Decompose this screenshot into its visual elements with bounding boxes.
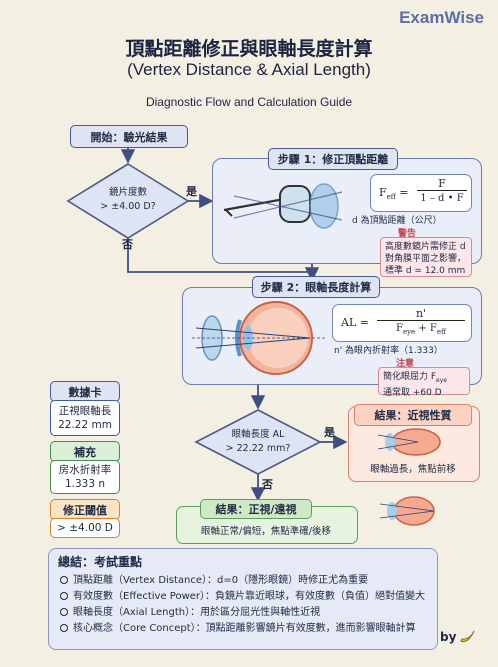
formula2-numerator: n' [377,307,465,321]
decision1-no-label: 否 [122,238,133,251]
summary-item-4: 核心概念（Core Concept）：頂點距離影響鏡片有效度數，進而影響眼軸計算 [60,622,416,635]
signature-text: by [440,630,457,644]
bullet-icon [60,576,68,584]
warn-line-2: 對角膜平面之影響， [385,254,467,264]
step2-warning-tag: 注意 [396,359,415,369]
step2-formula: AL = n' Feye + Feff [332,304,472,342]
decision1-line1: 鏡片度數 [108,187,147,198]
warn-line-3: 標準 d = 12.0 mm [385,266,466,276]
summary-panel [48,548,438,650]
data-card-header: 數據卡 [50,381,120,402]
step1-warning-tag: 警告 [398,229,417,239]
step2-note: n' 為眼內折射率（1.333） [334,346,443,356]
warn2-line-1-sub: eye [436,376,447,384]
result-myopia-title: 結果：近視性質 [354,404,472,426]
start-box: 開始：驗光結果 [70,125,188,148]
decision1-yes-label: 是 [186,185,197,198]
formula2-den-b-sub: eff [436,328,446,336]
bullet-icon [60,592,68,600]
warn2-line-2: 通常取 +60 D [383,387,442,398]
result-normal-title: 結果：正視/遠視 [200,499,312,519]
data-card-line1: 正視眼軸長 [58,405,112,417]
step2-warning: 簡化眼屈力 Feye 通常取 +60 D [378,367,470,398]
arrow-decision1-no [127,238,312,273]
step1-formula: Feff = F 1 – d • F [370,174,472,212]
banana-icon [460,630,475,642]
bullet-icon [60,624,68,632]
page-title: 頂點距離修正與眼軸長度計算 [125,38,373,60]
step2-title: 步驟 2：眼軸長度計算 [252,276,380,298]
formula2-den-b: + F [415,323,437,334]
page-subtitle: Diagnostic Flow and Calculation Guide [145,95,353,109]
decision2-line1: 眼軸長度 AL [231,429,285,440]
summary-item-2: 有效度數（Effective Power）：負鏡片靠近眼球，有效度數（負值）絕對… [60,590,425,603]
step1-title: 步驟 1：修正頂點距離 [268,148,398,170]
normal-eye-icon [379,496,435,526]
supplement-card-header: 補充 [50,441,120,462]
decision1-label: 鏡片度數 > ±4.00 D? [88,186,168,214]
supplement-line1: 房水折射率 [58,464,112,476]
warn2-line-1: 簡化眼屈力 F [383,372,437,382]
formula1-lhs-sub: eff [386,193,396,202]
decision2-yes-label: 是 [324,426,335,439]
summary-item-3: 眼軸長度（Axial Length）：用於區分屈光性與軸性近視 [60,606,320,619]
brand-logo: ExamWise [399,8,484,27]
decision2-no-label: 否 [262,478,273,491]
step1-note: d 為頂點距離（公尺） [352,216,442,226]
formula1-denominator: 1 – d • F [420,193,464,204]
page-title-english: (Vertex Distance & Axial Length) [127,60,371,79]
summary-title: 總結：考試重點 [58,555,143,569]
eye-cross-section-illustration [192,301,326,375]
formula1-lhs: F [379,186,387,199]
supplement-line2: 1.333 n [64,478,106,490]
formula2-lhs: AL = [341,316,369,329]
supplement-card-body: 房水折射率 1.333 n [50,460,120,494]
threshold-line1: > ±4.00 D [57,522,113,534]
threshold-card-header: 修正閾值 [50,499,120,520]
warn-line-1: 高度數鏡片需修正 d [385,242,466,252]
formula1-numerator: F [417,177,467,191]
decision2-line2: > 22.22 mm? [225,443,291,454]
myopic-eye-icon [377,428,441,456]
bullet-icon [60,608,68,616]
decision1-line2: > ±4.00 D? [100,201,156,212]
result-normal-desc: 眼軸正常/偏短，焦點準確/後移 [201,526,331,537]
decision2-label: 眼軸長度 AL > 22.22 mm? [212,428,304,456]
summary-item-1: 頂點距離（Vertex Distance）：d=0（隱形眼鏡）時修正尤為重要 [60,574,368,587]
data-card-body: 正視眼軸長 22.22 mm [50,400,120,436]
formula2-den-a: F [395,323,403,334]
threshold-card-body: > ±4.00 D [50,518,120,538]
data-card-line2: 22.22 mm [58,419,112,431]
step1-warning: 高度數鏡片需修正 d 對角膜平面之影響， 標準 d = 12.0 mm [380,237,472,277]
result-myopia-desc: 眼軸過長，焦點前移 [370,464,456,475]
formula2-den-a-sub: eye [402,328,416,336]
glasses-eye-illustration [223,183,343,229]
formula2-denominator: Feye + Feff [375,323,467,336]
